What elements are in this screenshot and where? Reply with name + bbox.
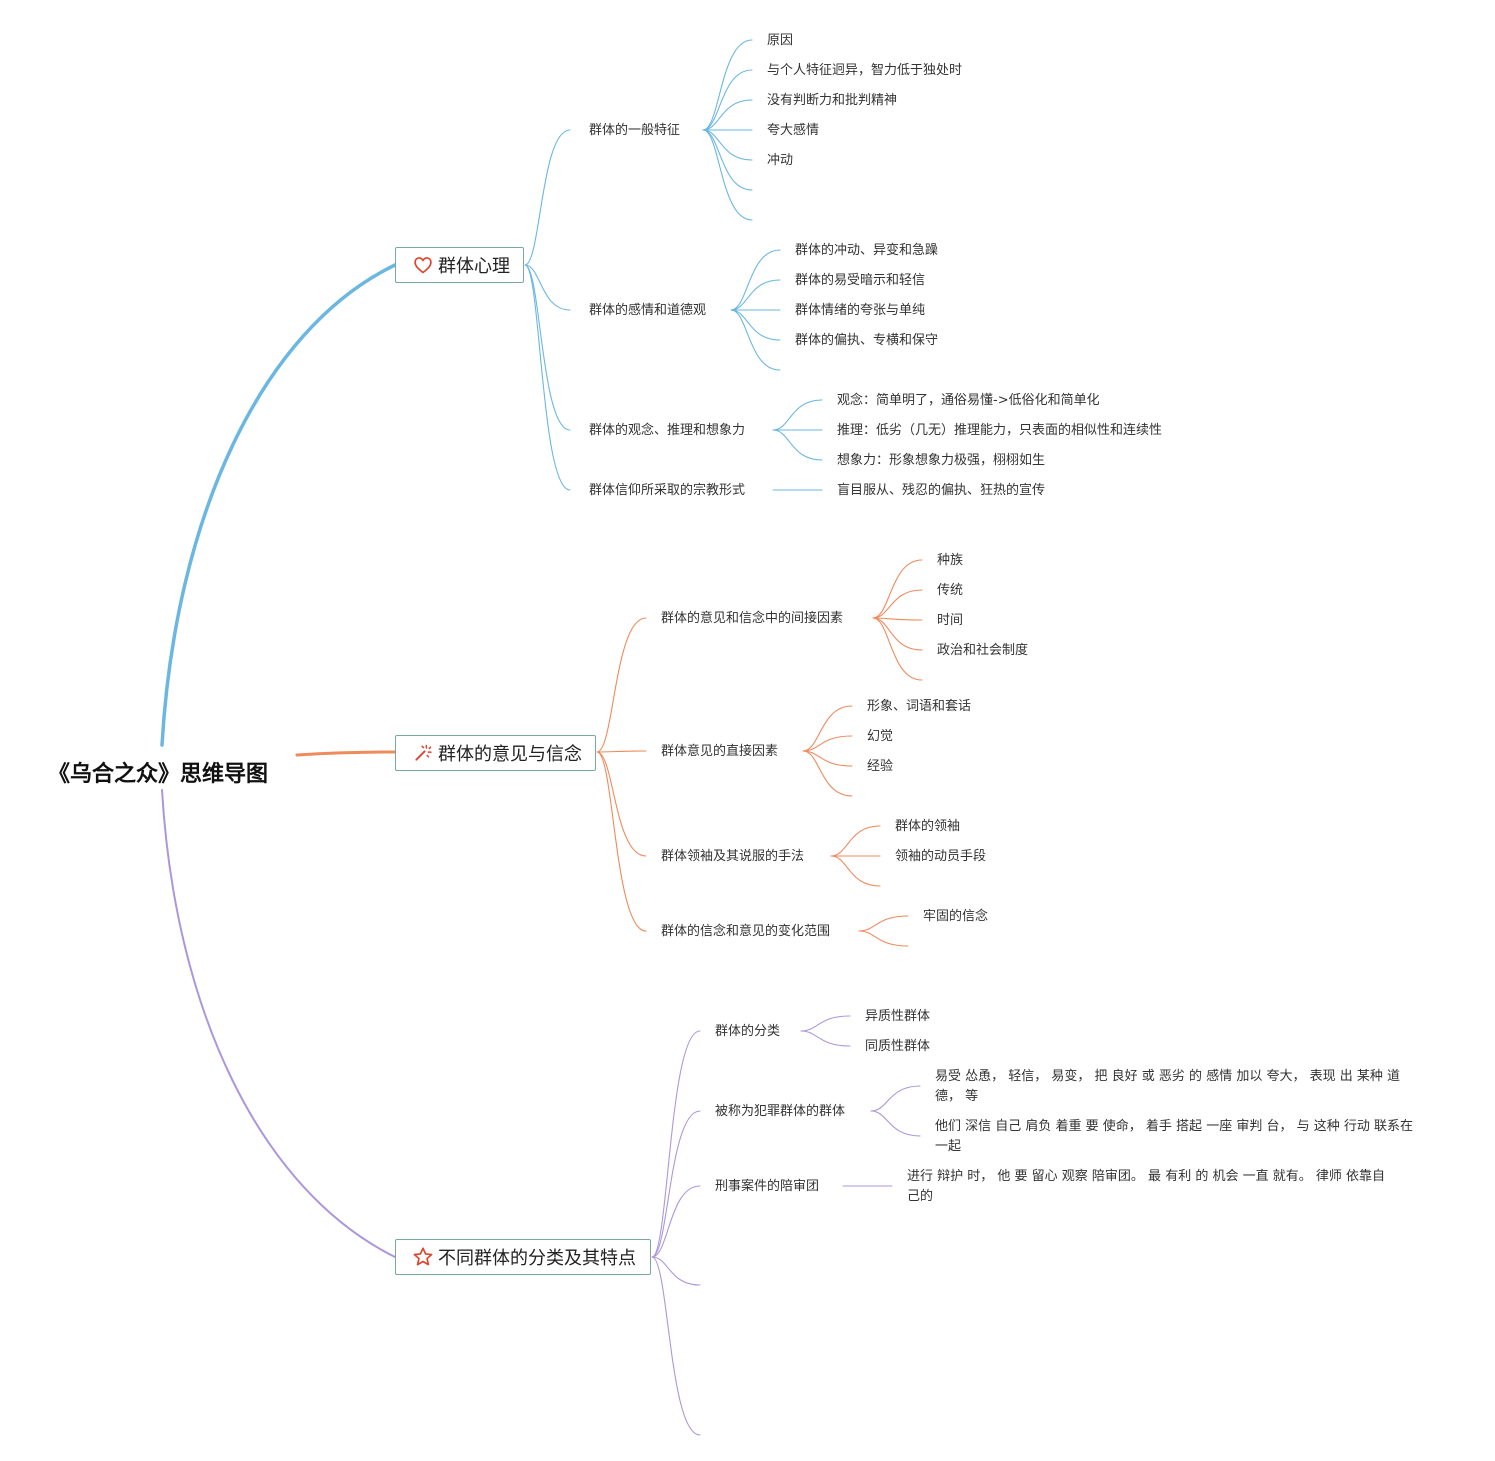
leaf-b3-s0-1[interactable]: 同质性群体 bbox=[865, 1039, 931, 1054]
leaf-b2-s1-0[interactable]: 形象、词语和套话 bbox=[867, 699, 972, 714]
connector-b1-sub-2 bbox=[524, 264, 571, 431]
topic-b1-emotion-morality[interactable]: 群体的感情和道德观 bbox=[589, 303, 707, 318]
connector-b2-s0-2 bbox=[872, 617, 923, 621]
connector-b1-s0-1 bbox=[702, 69, 753, 131]
connector-b2-s2-2 bbox=[830, 855, 881, 887]
branch-label: 群体心理 bbox=[438, 256, 510, 277]
connector-b2-s1-1 bbox=[802, 735, 853, 752]
leaf-b3-s1-0[interactable]: 易受 怂恿， 轻信， 易变， 把 良好 或 恶劣 的 感情 加以 夸大， 表现 … bbox=[935, 1069, 1400, 1104]
connector-b2-s1-3 bbox=[802, 750, 853, 797]
leaf-b1-s0-2[interactable]: 没有判断力和批判精神 bbox=[767, 93, 898, 108]
connector-b2-s1-0 bbox=[802, 705, 853, 752]
leaf-b1-s0-1[interactable]: 与个人特征迥异，智力低于独处时 bbox=[767, 63, 963, 78]
connector-b1-s0-5 bbox=[702, 129, 753, 191]
connector-b1-sub-1 bbox=[524, 264, 571, 311]
leaf-b3-s2-0[interactable]: 进行 辩护 时， 他 要 留心 观察 陪审团。 最 有利 的 机会 一直 就有。… bbox=[907, 1169, 1385, 1204]
leaf-b1-s0-4[interactable]: 冲动 bbox=[767, 153, 794, 168]
connector-b1-s1-0 bbox=[730, 249, 781, 311]
topic-b1-general-traits[interactable]: 群体的一般特征 bbox=[589, 123, 681, 138]
connector-b2-s3-1 bbox=[858, 930, 909, 947]
connector-b2-s0-4 bbox=[872, 617, 923, 681]
leaf-b3-s1-1[interactable]: 他们 深信 自己 肩负 着重 要 使命， 着手 搭起 一座 审判 台， 与 这种… bbox=[935, 1119, 1413, 1154]
connector-b2-s2-0 bbox=[830, 825, 881, 857]
magic-wand-icon bbox=[412, 742, 434, 764]
leaf-b3-s0-0[interactable]: 异质性群体 bbox=[865, 1009, 931, 1024]
connector-root-b2 bbox=[295, 750, 397, 757]
connector-b3-s1-0 bbox=[870, 1085, 921, 1112]
branch-opinions-beliefs[interactable]: 群体的意见与信念 bbox=[395, 735, 596, 771]
leaf-b1-s2-0[interactable]: 观念：简单明了，通俗易懂->低俗化和简单化 bbox=[837, 393, 1100, 408]
connector-b1-s2-2 bbox=[772, 429, 823, 461]
leaf-b2-s1-2[interactable]: 经验 bbox=[867, 759, 894, 774]
connector-b3-sub-0 bbox=[651, 1030, 701, 1258]
leaf-b1-s0-3[interactable]: 夸大感情 bbox=[767, 123, 820, 138]
connector-b3-s0-1 bbox=[800, 1030, 851, 1047]
connector-b2-s0-1 bbox=[872, 589, 923, 619]
connector-b2-s0-0 bbox=[872, 559, 923, 619]
topic-b1-religious-form[interactable]: 群体信仰所采取的宗教形式 bbox=[589, 483, 746, 498]
connector-b3-sub-3 bbox=[651, 1256, 701, 1286]
connector-b3-s1-1 bbox=[870, 1110, 921, 1137]
connector-b1-s0-6 bbox=[702, 129, 753, 221]
leaf-b2-s0-2[interactable]: 时间 bbox=[937, 613, 964, 628]
leaf-b1-s1-3[interactable]: 群体的偏执、专横和保守 bbox=[795, 333, 939, 348]
topic-b2-belief-range[interactable]: 群体的信念和意见的变化范围 bbox=[661, 924, 831, 939]
leaf-b2-s0-0[interactable]: 种族 bbox=[937, 553, 964, 568]
connector-b3-sub-4 bbox=[651, 1256, 701, 1436]
connector-b1-s1-4 bbox=[730, 309, 781, 371]
topic-b3-criminal-groups[interactable]: 被称为犯罪群体的群体 bbox=[715, 1104, 846, 1119]
connector-b2-sub-2 bbox=[596, 751, 647, 857]
topic-b1-ideas-reasoning[interactable]: 群体的观念、推理和想象力 bbox=[589, 423, 746, 438]
topic-b2-leaders[interactable]: 群体领袖及其说服的手法 bbox=[661, 849, 805, 864]
connector-b2-sub-0 bbox=[596, 617, 647, 753]
connector-b1-sub-3 bbox=[524, 264, 571, 491]
topic-b2-indirect-factors[interactable]: 群体的意见和信念中的间接因素 bbox=[661, 611, 844, 626]
connector-b2-sub-3 bbox=[596, 751, 647, 932]
leaf-b2-s1-1[interactable]: 幻觉 bbox=[867, 729, 894, 744]
leaf-b1-s2-2[interactable]: 想象力：形象想象力极强，栩栩如生 bbox=[837, 453, 1046, 468]
leaf-b2-s0-3[interactable]: 政治和社会制度 bbox=[937, 643, 1029, 658]
branch-group-psychology[interactable]: 群体心理 bbox=[395, 247, 524, 283]
connector-root-b1 bbox=[160, 263, 397, 747]
leaf-b1-s2-1[interactable]: 推理：低劣（几无）推理能力，只表面的相似性和连续性 bbox=[837, 423, 1163, 438]
topic-b2-direct-factors[interactable]: 群体意见的直接因素 bbox=[661, 744, 779, 759]
connector-b1-sub-0 bbox=[524, 129, 571, 266]
leaf-b1-s3-0[interactable]: 盲目服从、残忍的偏执、狂热的宣传 bbox=[837, 483, 1046, 498]
connector-b2-s1-2 bbox=[802, 750, 853, 767]
connector-b3-sub-2 bbox=[651, 1185, 701, 1258]
leaf-b2-s0-1[interactable]: 传统 bbox=[937, 583, 964, 598]
star-icon bbox=[412, 1246, 434, 1268]
connector-b3-sub-1 bbox=[651, 1110, 701, 1258]
leaf-b2-s2-0[interactable]: 群体的领袖 bbox=[895, 819, 961, 834]
leaf-b1-s1-1[interactable]: 群体的易受暗示和轻信 bbox=[795, 273, 926, 288]
leaf-b1-s1-0[interactable]: 群体的冲动、异变和急躁 bbox=[795, 243, 939, 258]
leaf-b1-s0-0[interactable]: 原因 bbox=[767, 33, 794, 48]
root-topic[interactable]: 《乌合之众》思维导图 bbox=[48, 762, 269, 787]
connector-b1-s2-0 bbox=[772, 399, 823, 431]
leaf-b1-s1-2[interactable]: 群体情绪的夸张与单纯 bbox=[795, 303, 926, 318]
connector-b2-s3-0 bbox=[858, 915, 909, 932]
heart-icon bbox=[412, 254, 434, 276]
branch-label: 不同群体的分类及其特点 bbox=[438, 1248, 636, 1269]
connector-b1-s1-1 bbox=[730, 279, 781, 311]
connector-b2-sub-1 bbox=[596, 750, 647, 753]
branch-label: 群体的意见与信念 bbox=[438, 744, 582, 765]
connector-b3-s0-0 bbox=[800, 1015, 851, 1032]
topic-b3-jury[interactable]: 刑事案件的陪审团 bbox=[715, 1179, 820, 1194]
topic-b3-classification[interactable]: 群体的分类 bbox=[715, 1024, 781, 1039]
leaf-b2-s2-1[interactable]: 领袖的动员手段 bbox=[895, 849, 987, 864]
connector-root-b3 bbox=[161, 789, 396, 1258]
connector-b1-s0-2 bbox=[702, 99, 753, 131]
connector-b1-s0-0 bbox=[702, 39, 753, 131]
leaf-b2-s3-0[interactable]: 牢固的信念 bbox=[923, 909, 989, 924]
branch-group-classification[interactable]: 不同群体的分类及其特点 bbox=[395, 1239, 651, 1275]
